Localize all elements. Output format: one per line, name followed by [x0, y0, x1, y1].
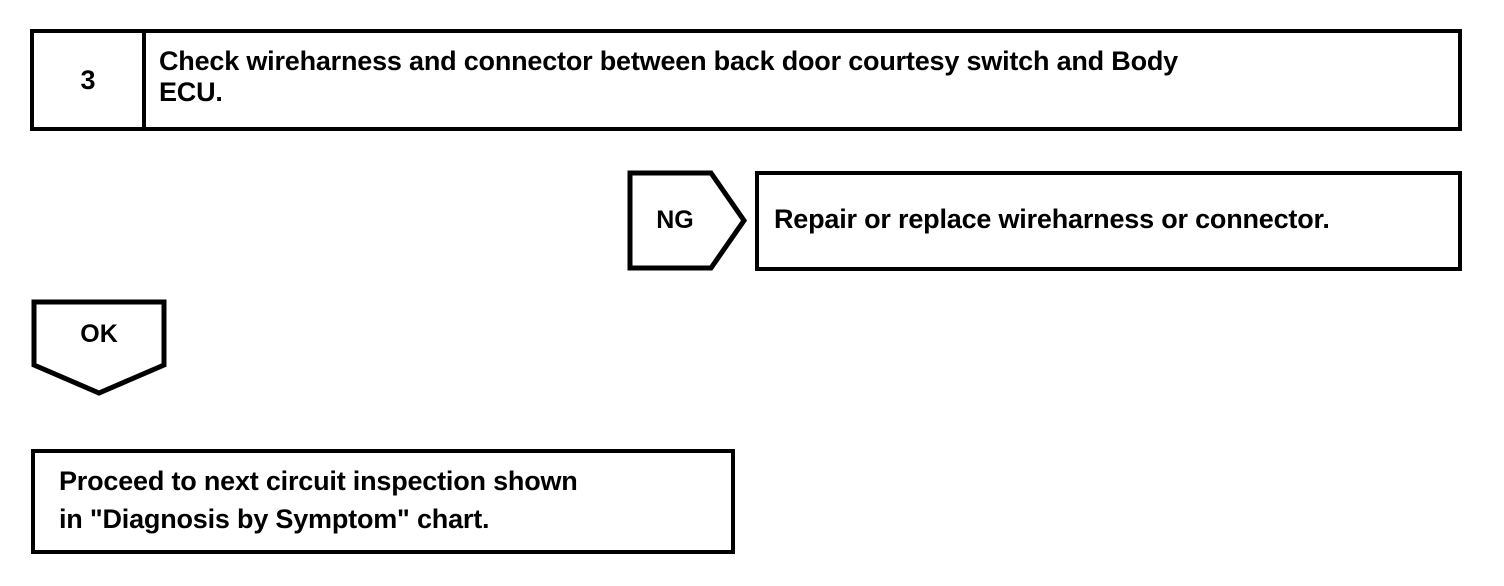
ng-pentagon-shape: [627, 170, 747, 271]
ng-branch-arrow: NG: [627, 170, 747, 271]
step-number-cell: 3: [34, 33, 146, 127]
ng-result-text: Repair or replace wireharness or connect…: [774, 203, 1330, 234]
ok-branch-arrow: OK: [31, 299, 167, 396]
ok-result-box: Proceed to next circuit inspection shown…: [31, 449, 735, 554]
step-number: 3: [80, 64, 96, 95]
step-row: 3 Check wireharness and connector betwee…: [30, 29, 1462, 131]
step-instruction-cell: Check wireharness and connector between …: [146, 33, 1458, 127]
step-instruction-text: Check wireharness and connector between …: [159, 46, 1178, 107]
ok-pentagon-shape: [31, 299, 167, 396]
ng-result-box: Repair or replace wireharness or connect…: [755, 171, 1462, 271]
ok-result-text: Proceed to next circuit inspection shown…: [59, 466, 578, 534]
